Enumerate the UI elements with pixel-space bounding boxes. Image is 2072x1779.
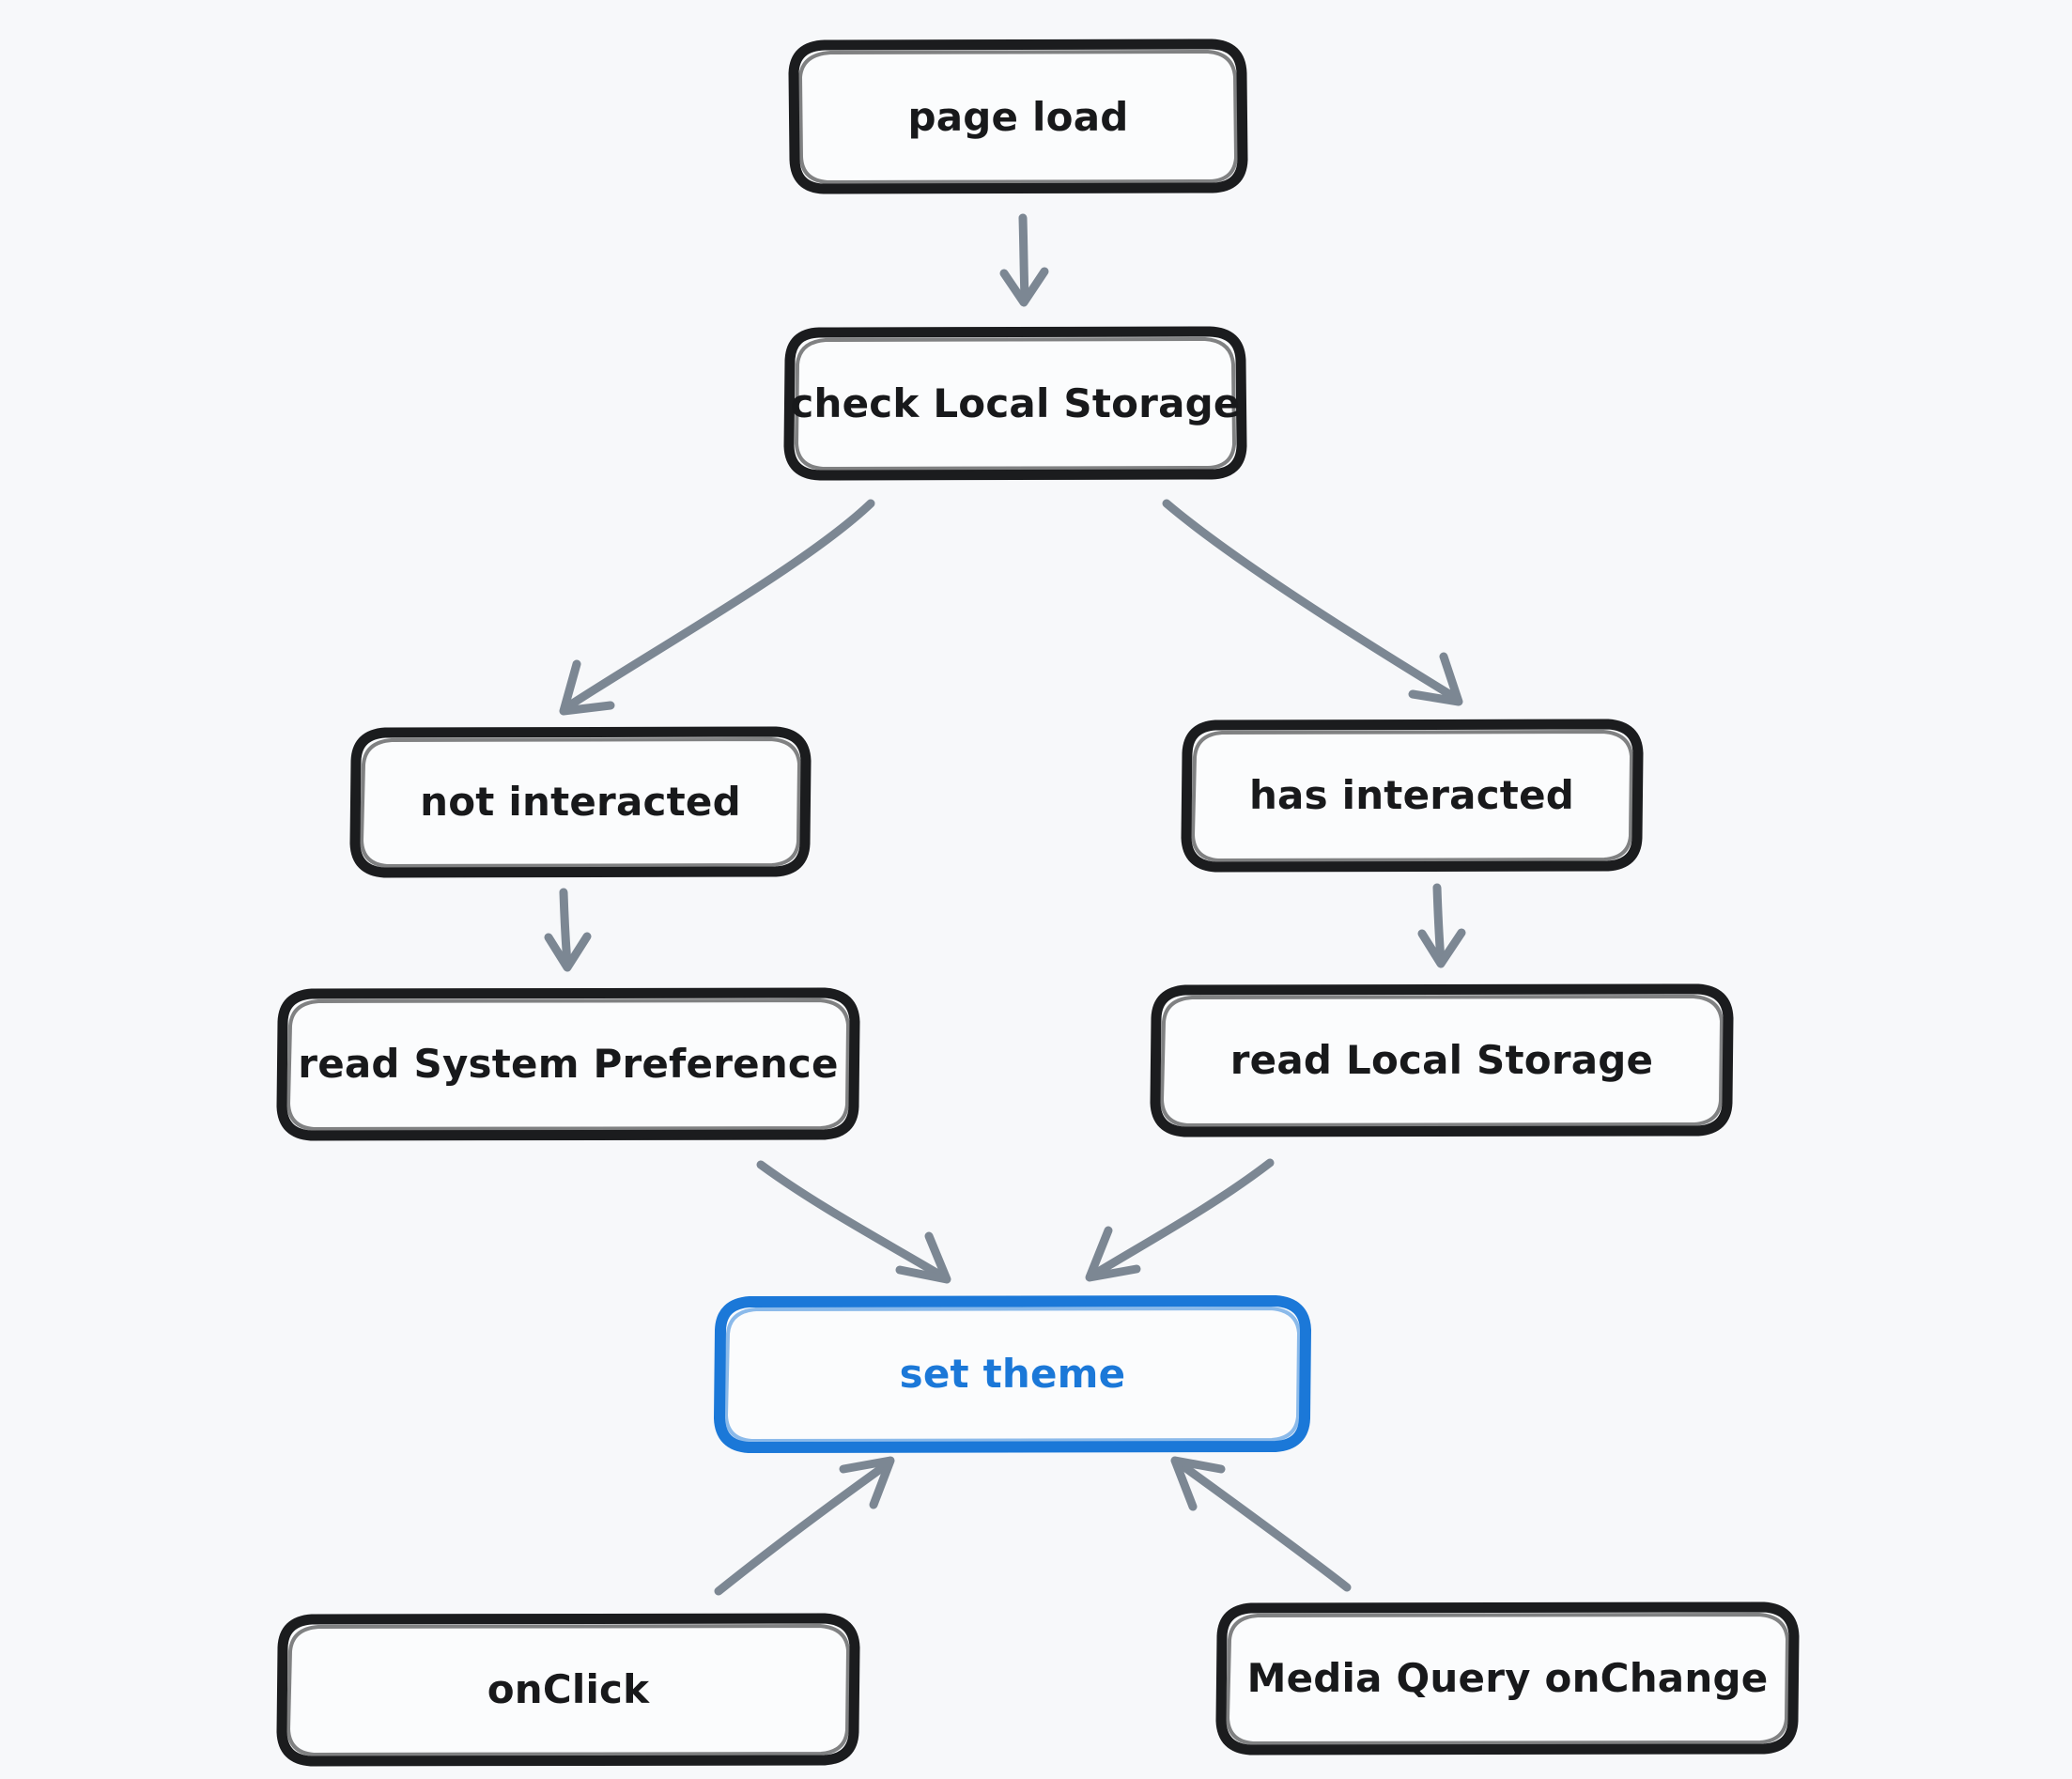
node-read-system-preference[interactable]: [282, 992, 855, 1135]
edge-read-system-preference-to-set-theme: [756, 1160, 951, 1284]
edge-media-query-onchange-to-set-theme: [1170, 1456, 1352, 1592]
node-box-has-interacted[interactable]: [1181, 719, 1644, 873]
node-box-read-local-storage[interactable]: [1150, 983, 1734, 1137]
edge-read-local-storage-to-set-theme: [1085, 1158, 1275, 1282]
node-box-set-theme[interactable]: [714, 1295, 1311, 1453]
node-box-check-local-storage[interactable]: [783, 326, 1247, 481]
edge-on-click-to-set-theme: [714, 1456, 895, 1596]
node-on-click[interactable]: [282, 1617, 855, 1760]
node-page-load[interactable]: [794, 43, 1243, 190]
node-check-local-storage[interactable]: [789, 331, 1242, 475]
edge-check-local-storage-to-has-interacted: [1162, 499, 1463, 706]
node-not-interacted[interactable]: [355, 731, 806, 872]
edge-not-interacted-to-read-system-preference: [544, 888, 592, 972]
edge-check-local-storage-to-not-interacted: [559, 499, 875, 716]
edge-has-interacted-to-read-local-storage: [1417, 883, 1466, 968]
nodes-group: [276, 39, 1800, 1767]
edges-group: [544, 213, 1466, 1596]
node-box-media-query-onchange[interactable]: [1215, 1601, 1800, 1756]
node-read-local-storage[interactable]: [1155, 988, 1728, 1131]
node-has-interacted[interactable]: [1185, 723, 1638, 866]
node-set-theme[interactable]: [719, 1300, 1306, 1446]
edge-page-load-to-check-local-storage: [999, 213, 1049, 307]
node-box-not-interacted[interactable]: [349, 726, 812, 878]
node-box-on-click[interactable]: [276, 1613, 860, 1767]
node-media-query-onchange[interactable]: [1221, 1606, 1794, 1749]
node-box-read-system-preference[interactable]: [276, 987, 860, 1141]
node-box-page-load[interactable]: [788, 39, 1248, 194]
